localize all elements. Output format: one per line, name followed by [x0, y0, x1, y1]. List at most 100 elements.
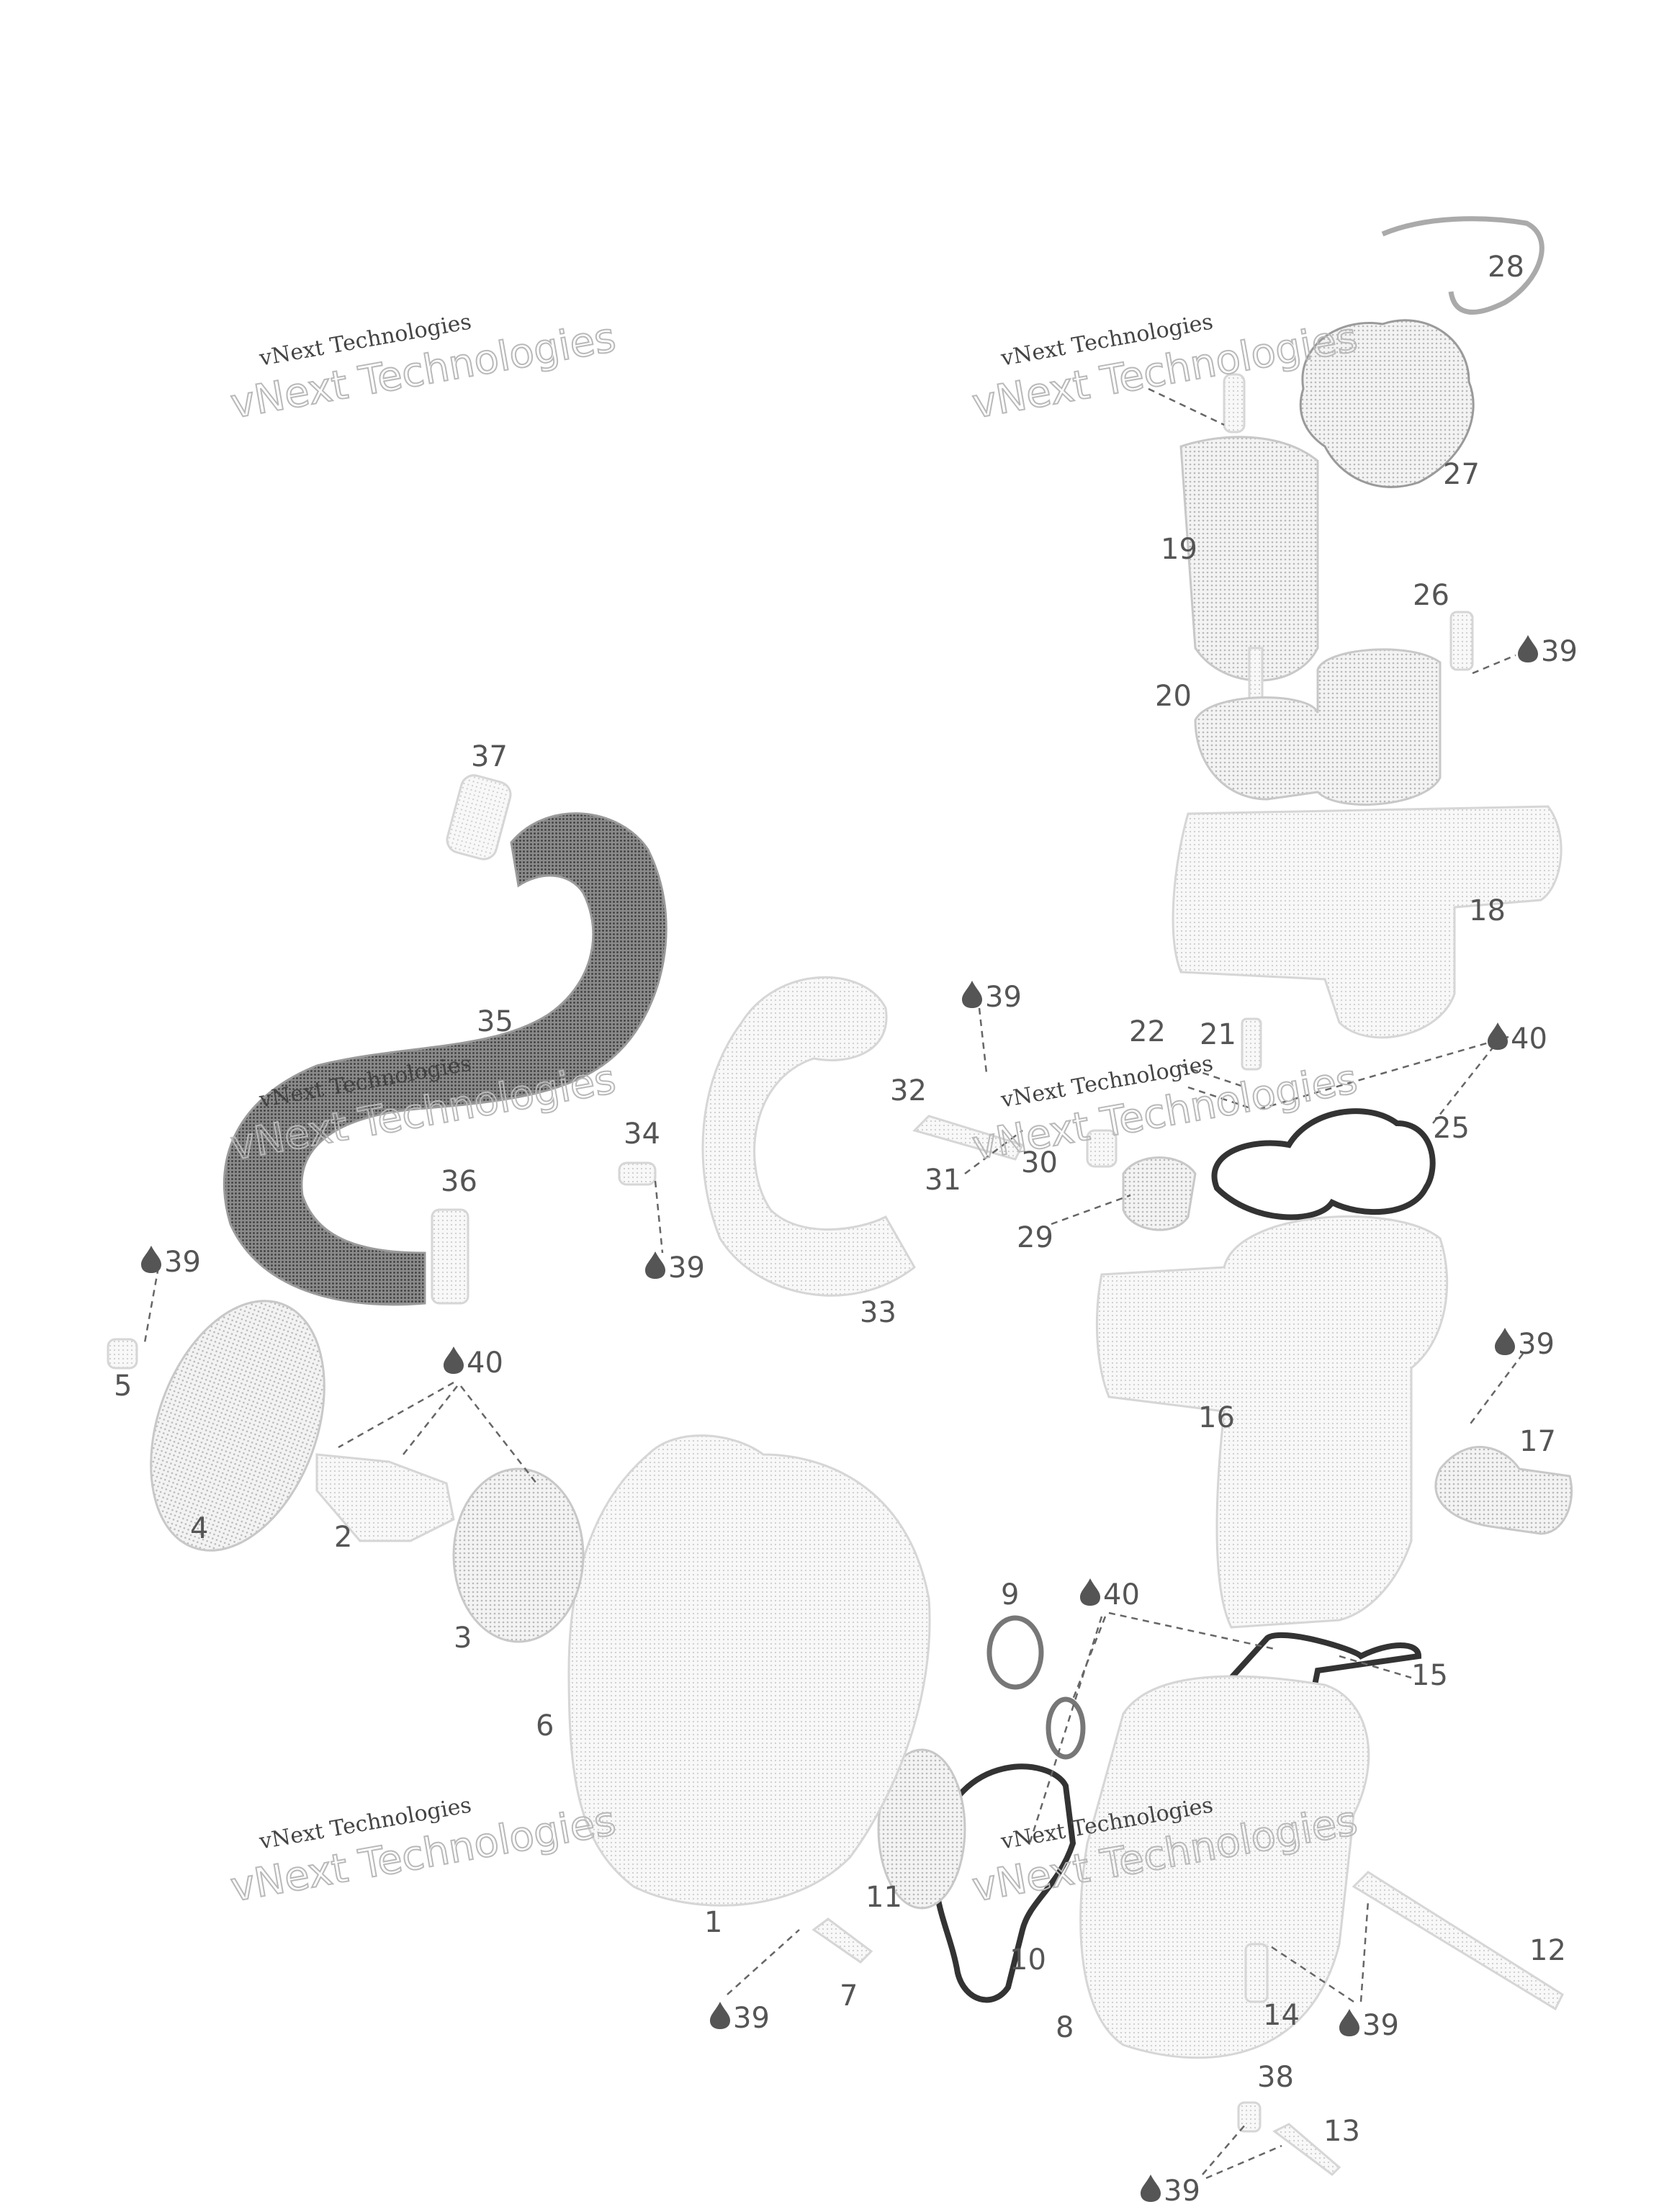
parts-drawings: [107, 216, 1573, 2176]
callout-10: 10: [1010, 1943, 1046, 1977]
part-reservoir-body: [1194, 648, 1442, 806]
watermark: vNext Technologies vNext Technologies: [227, 1792, 620, 1912]
callout-33: 33: [860, 1296, 896, 1329]
part-21-bolt: [1241, 1017, 1262, 1071]
part-28-clip: [1381, 216, 1545, 315]
callout-31: 31: [925, 1164, 961, 1197]
callout-22: 22: [1129, 1015, 1166, 1048]
part-30-washer: [1086, 1129, 1118, 1168]
callout-7: 7: [840, 1979, 858, 2013]
note-number: 40: [467, 1346, 503, 1380]
part-33-pin: [1223, 373, 1246, 433]
note-39-f: 39: [710, 2002, 770, 2035]
drop-icon: [1080, 1578, 1100, 1606]
callout-8: 8: [1056, 2011, 1074, 2044]
note-labels: 39 39 39 39 39 39 39 39: [141, 635, 1578, 2208]
note-number: 39: [1164, 2175, 1200, 2208]
drop-icon: [645, 1251, 665, 1279]
part-11-impeller-disc: [877, 1748, 966, 1910]
callout-26: 26: [1413, 579, 1449, 612]
part-17-elbow: [1434, 1446, 1573, 1535]
note-40-c: 40: [1080, 1578, 1140, 1611]
callout-32: 32: [890, 1074, 927, 1107]
note-39-e: 39: [1495, 1328, 1555, 1361]
drop-icon: [1488, 1022, 1508, 1050]
drop-icon: [1495, 1328, 1515, 1355]
note-number: 39: [1518, 1328, 1555, 1361]
part-5-bolt: [107, 1338, 138, 1370]
callout-labels: 1 2 3 4 5 6 7 8 9 10 11 12 13 14 15 16 1…: [114, 251, 1566, 2148]
drop-icon: [1518, 635, 1538, 662]
part-12-long-bolt: [1352, 1871, 1564, 2011]
part-4-flange-plate: [150, 1300, 325, 1552]
callout-21: 21: [1200, 1018, 1236, 1051]
callout-13: 13: [1323, 2115, 1360, 2148]
note-number: 39: [668, 1251, 705, 1285]
callout-28: 28: [1488, 251, 1524, 284]
part-8-pump-cover: [1079, 1675, 1370, 2059]
callout-35: 35: [477, 1005, 513, 1038]
note-39-d: 39: [141, 1246, 201, 1279]
callout-37: 37: [471, 740, 508, 773]
part-13-bolt: [1272, 2123, 1341, 2176]
part-37-clamp: [446, 774, 512, 860]
callout-17: 17: [1519, 1425, 1556, 1458]
callout-5: 5: [114, 1370, 132, 1403]
part-35-hose: [223, 812, 667, 1306]
drop-icon: [962, 981, 982, 1008]
part-10-gasket: [931, 1763, 1076, 2003]
callout-1: 1: [704, 1906, 722, 1939]
note-number: 40: [1511, 1022, 1547, 1056]
part-7-bolt: [811, 1917, 873, 1964]
note-39-h: 39: [1141, 2175, 1200, 2208]
note-number: 39: [164, 1246, 201, 1279]
part-2-shaft: [315, 1453, 455, 1542]
callout-36: 36: [441, 1165, 477, 1198]
callout-4: 4: [190, 1512, 208, 1545]
drop-icon: [1339, 2009, 1359, 2036]
part-26-screw: [1449, 611, 1474, 671]
callout-25: 25: [1433, 1112, 1470, 1145]
part-25-seal: [1211, 1108, 1436, 1220]
callout-19: 19: [1161, 533, 1197, 566]
drop-icon: [444, 1346, 464, 1374]
part-32-bolt: [912, 1115, 1025, 1161]
part-1-main-housing: [567, 1434, 931, 1907]
part-27-cap: [1299, 319, 1475, 488]
part-34-clip: [618, 1161, 657, 1186]
note-39-g: 39: [1339, 2009, 1399, 2042]
note-39-c: 39: [645, 1251, 705, 1285]
callout-6: 6: [536, 1709, 554, 1743]
part-19-reservoir-neck: [1179, 436, 1319, 682]
watermark: vNext Technologies vNext Technologies: [227, 309, 620, 428]
note-number: 39: [1541, 635, 1578, 668]
part-18-thermostat-housing: [1172, 805, 1563, 1039]
callout-20: 20: [1155, 680, 1192, 713]
drop-icon: [1141, 2175, 1161, 2202]
callout-16: 16: [1198, 1401, 1235, 1434]
note-number: 39: [985, 981, 1022, 1014]
drop-icon: [710, 2002, 730, 2029]
part-o-ring-2: [1046, 1696, 1086, 1760]
callout-27: 27: [1443, 458, 1480, 491]
part-33-bracket: [701, 976, 916, 1297]
callout-9: 9: [1001, 1578, 1019, 1611]
leader-lines: [143, 387, 1524, 2180]
callout-18: 18: [1469, 894, 1506, 927]
note-number: 40: [1103, 1578, 1140, 1611]
drop-icon: [141, 1246, 161, 1273]
part-9-o-ring: [986, 1615, 1044, 1690]
callout-11: 11: [866, 1881, 902, 1914]
note-number: 39: [733, 2002, 770, 2035]
note-40-b: 40: [444, 1346, 503, 1380]
callout-29: 29: [1017, 1221, 1053, 1254]
callout-38: 38: [1257, 2061, 1294, 2094]
callout-15: 15: [1411, 1659, 1448, 1692]
callout-14: 14: [1263, 1999, 1300, 2032]
callout-2: 2: [334, 1521, 352, 1554]
part-3-pulley: [452, 1467, 585, 1643]
callout-34: 34: [624, 1118, 660, 1151]
part-16-pump-housing: [1095, 1215, 1449, 1629]
note-40-a: 40: [1488, 1022, 1547, 1056]
